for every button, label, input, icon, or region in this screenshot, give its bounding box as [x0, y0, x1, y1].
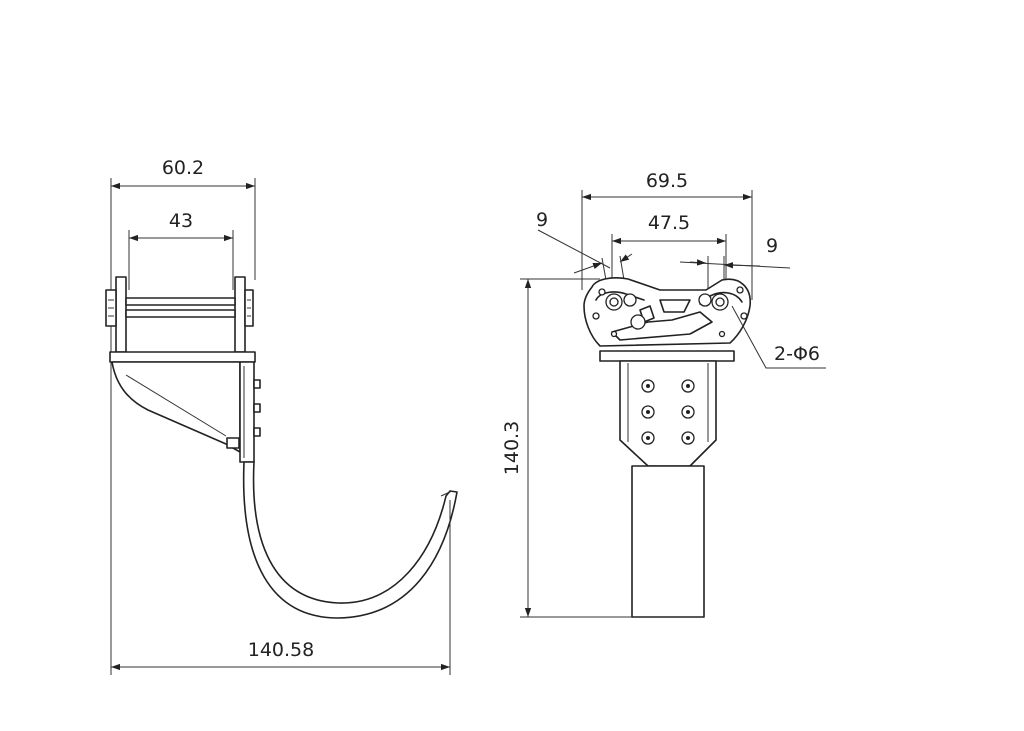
mounting-base [109, 351, 261, 463]
front-bracket [619, 360, 717, 467]
dimension-label-hole-spacing: 47.5 [648, 212, 690, 234]
hole-callout-label: 2-Φ6 [774, 343, 820, 365]
dimension-pin-span: 43 [128, 210, 234, 290]
dimension-overall-height: 140.3 [501, 278, 632, 618]
dimension-label-pin-span: 43 [169, 210, 193, 232]
dimension-label-overall-width: 60.2 [162, 157, 204, 179]
dimension-label-plate-width: 69.5 [646, 170, 688, 192]
dimension-label-overall-length: 140.58 [248, 639, 314, 661]
dimension-label-right-offset: 9 [766, 235, 778, 257]
front-base-plate [599, 350, 735, 362]
hook [242, 461, 458, 619]
dimension-overall-length: 140.58 [110, 362, 451, 675]
hitch-plate [583, 277, 751, 347]
side-view: 60.2 43 [105, 157, 458, 675]
dimension-left-offset: 9 [536, 209, 633, 281]
dimension-hole-spacing: 47.5 [611, 212, 727, 290]
pin-bracket [105, 276, 254, 353]
dimension-right-offset: 9 [679, 235, 791, 290]
front-view: 69.5 47.5 9 9 [501, 170, 826, 618]
hole-callout: 2-Φ6 [731, 305, 826, 369]
dimension-label-left-offset: 9 [536, 209, 548, 231]
front-shank [631, 465, 705, 618]
dimension-label-overall-height: 140.3 [501, 421, 523, 475]
dimension-plate-width: 69.5 [581, 170, 753, 300]
bolt-pattern [641, 379, 695, 445]
